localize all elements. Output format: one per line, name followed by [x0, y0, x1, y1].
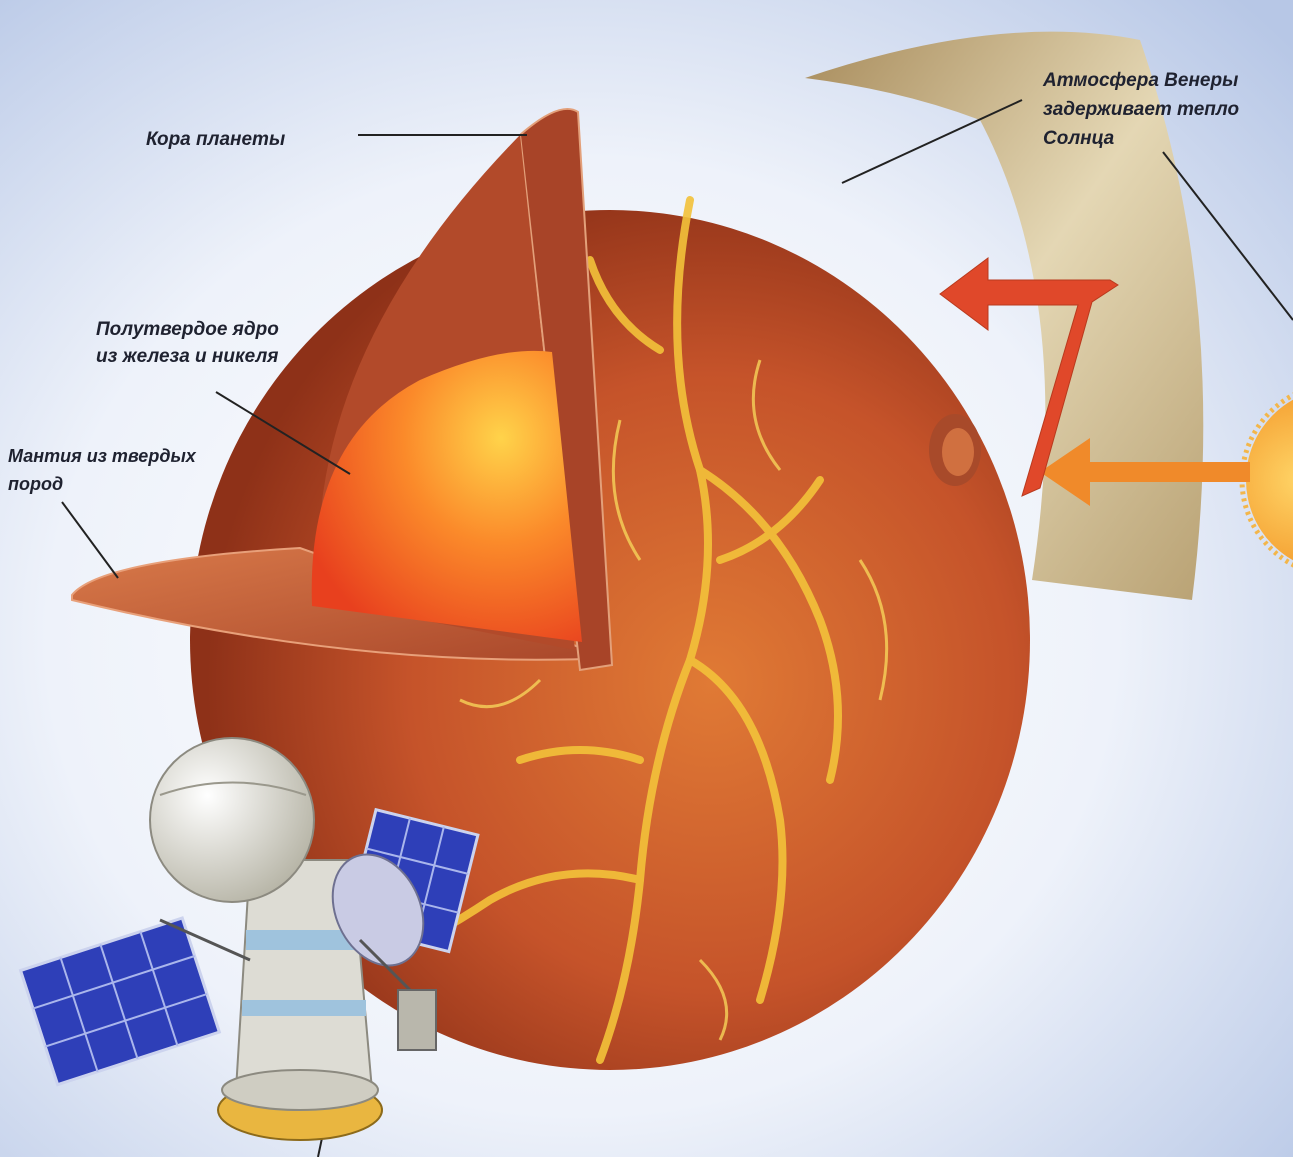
- mantle-label-line-1: Мантия из твердых: [8, 442, 196, 470]
- atmosphere-label-line-3: Солнца: [1043, 124, 1239, 153]
- mantle-label: Мантия из твердых пород: [8, 442, 196, 498]
- atmosphere-label-line-1: Атмосфера Венеры: [1043, 66, 1239, 95]
- core-label-line-2: из железа и никеля: [96, 343, 279, 370]
- core-label-line-1: Полутвердое ядро: [96, 316, 279, 343]
- mantle-label-line-2: пород: [8, 470, 196, 498]
- core-label: Полутвердое ядро из железа и никеля: [96, 316, 279, 370]
- atmosphere-label-line-2: задерживает тепло: [1043, 95, 1239, 124]
- crust-label: Кора планеты: [146, 128, 285, 152]
- atmosphere-label: Атмосфера Венеры задерживает тепло Солнц…: [1043, 66, 1239, 153]
